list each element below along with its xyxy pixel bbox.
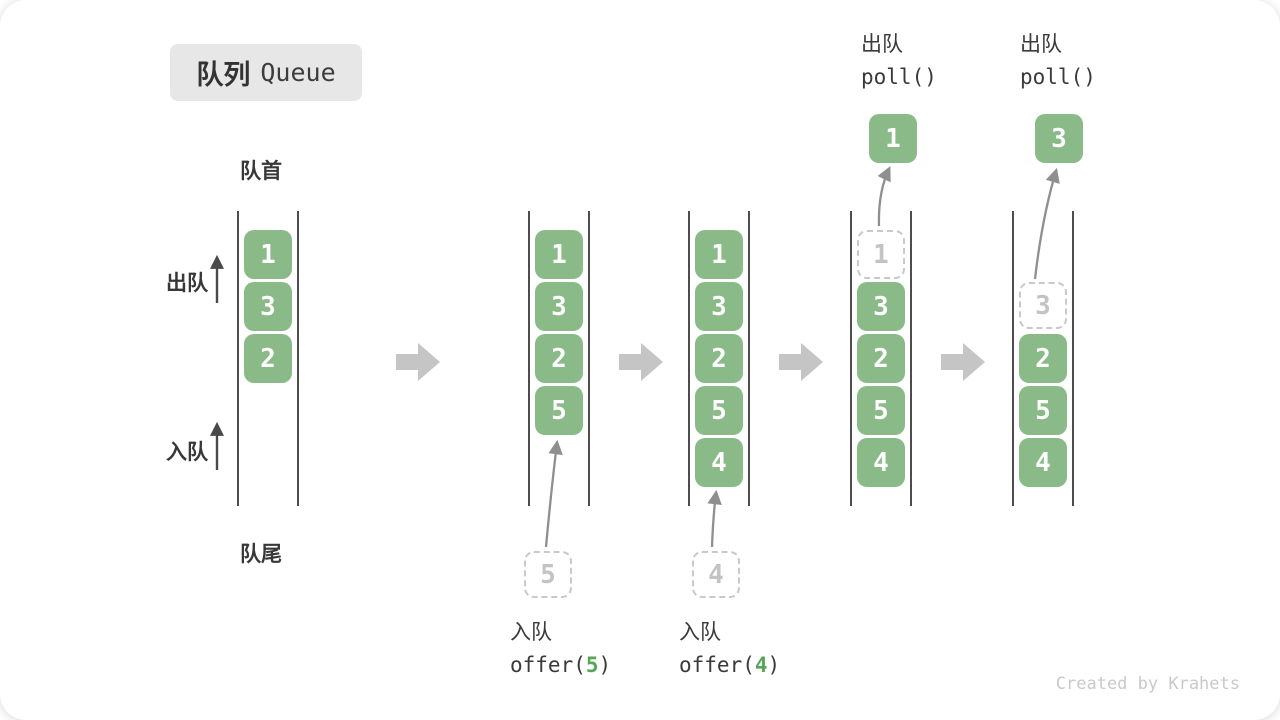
op-label: 入队 (679, 621, 721, 644)
op-code: poll() (1020, 65, 1096, 89)
state-1-column (237, 211, 299, 506)
title-box: 队列 Queue (170, 44, 362, 101)
flow-arrow-icon (619, 343, 663, 381)
queue-item: 2 (695, 334, 743, 383)
state-5-column (1012, 211, 1074, 506)
title-zh: 队列 (196, 60, 251, 90)
state-3-column (688, 211, 750, 506)
queue-item: 4 (695, 438, 743, 487)
op-enqueue-offer-4: 入队 offer(4) (679, 616, 780, 677)
credit-text: Created by Krahets (1055, 674, 1240, 694)
queue-item: 5 (857, 386, 905, 435)
op-code: offer(4) (679, 653, 781, 677)
queue-item-dashed: 1 (857, 230, 905, 279)
out-item: 3 (1035, 114, 1083, 163)
label-dequeue: 出队 (166, 272, 208, 295)
state-4-column (850, 211, 912, 506)
queue-item: 5 (695, 386, 743, 435)
pending-item: 5 (524, 551, 572, 598)
queue-item: 1 (244, 230, 292, 279)
queue-item: 4 (1019, 438, 1067, 487)
op-label: 出队 (861, 33, 903, 56)
queue-item: 3 (695, 282, 743, 331)
title-en: Queue (260, 58, 336, 87)
op-code: poll() (861, 65, 937, 89)
queue-item: 4 (857, 438, 905, 487)
queue-item: 1 (695, 230, 743, 279)
flow-arrow-icon (941, 343, 985, 381)
queue-item: 3 (857, 282, 905, 331)
pending-item: 4 (692, 551, 740, 598)
op-label: 出队 (1020, 33, 1062, 56)
queue-item: 2 (535, 334, 583, 383)
queue-item: 3 (535, 282, 583, 331)
op-dequeue-poll-1: 出队 poll() (861, 28, 937, 89)
queue-item: 2 (857, 334, 905, 383)
op-enqueue-offer-5: 入队 offer(5) (510, 616, 611, 677)
label-queue-rear: 队尾 (240, 543, 282, 566)
queue-item: 5 (1019, 386, 1067, 435)
flow-arrow-icon (779, 343, 823, 381)
label-enqueue: 入队 (166, 441, 208, 464)
op-dequeue-poll-2: 出队 poll() (1020, 28, 1096, 89)
queue-item: 1 (535, 230, 583, 279)
queue-item: 5 (535, 386, 583, 435)
queue-item: 3 (244, 282, 292, 331)
queue-item: 2 (1019, 334, 1067, 383)
op-label: 入队 (510, 621, 552, 644)
queue-item: 2 (244, 334, 292, 383)
label-queue-front: 队首 (240, 160, 282, 183)
op-code: offer(5) (510, 653, 612, 677)
flow-arrow-icon (396, 343, 440, 381)
out-item: 1 (869, 114, 917, 163)
state-2-column (528, 211, 590, 506)
queue-item-dashed: 3 (1019, 282, 1067, 329)
